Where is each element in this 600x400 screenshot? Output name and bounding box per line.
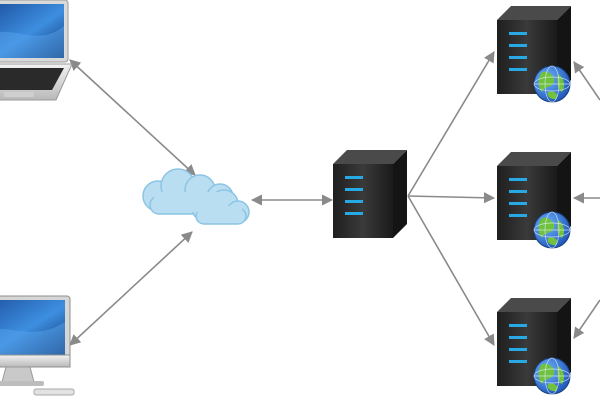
globe-icon <box>533 211 571 249</box>
arrow-laptop-to-cloud <box>69 59 196 176</box>
arrow-load_balancer-to-web_server_2 <box>407 192 496 204</box>
web-server-icon <box>497 152 571 249</box>
arrow-desktop-to-cloud <box>69 231 193 346</box>
web-server-icon <box>497 298 571 395</box>
cloud-icon <box>142 168 250 225</box>
arrow-offscreen-3 <box>573 299 600 339</box>
desktop-computer-icon <box>0 295 75 396</box>
connection-arrows <box>69 51 600 346</box>
arrow-offscreen-1 <box>573 61 600 101</box>
globe-icon <box>533 357 571 395</box>
globe-icon <box>533 65 571 103</box>
server-icon <box>333 150 407 238</box>
laptop-icon <box>0 0 73 101</box>
arrow-load_balancer-to-web_server_1 <box>407 51 495 197</box>
web-server-icon <box>497 6 571 103</box>
arrow-load_balancer-to-web_server_3 <box>407 195 495 346</box>
